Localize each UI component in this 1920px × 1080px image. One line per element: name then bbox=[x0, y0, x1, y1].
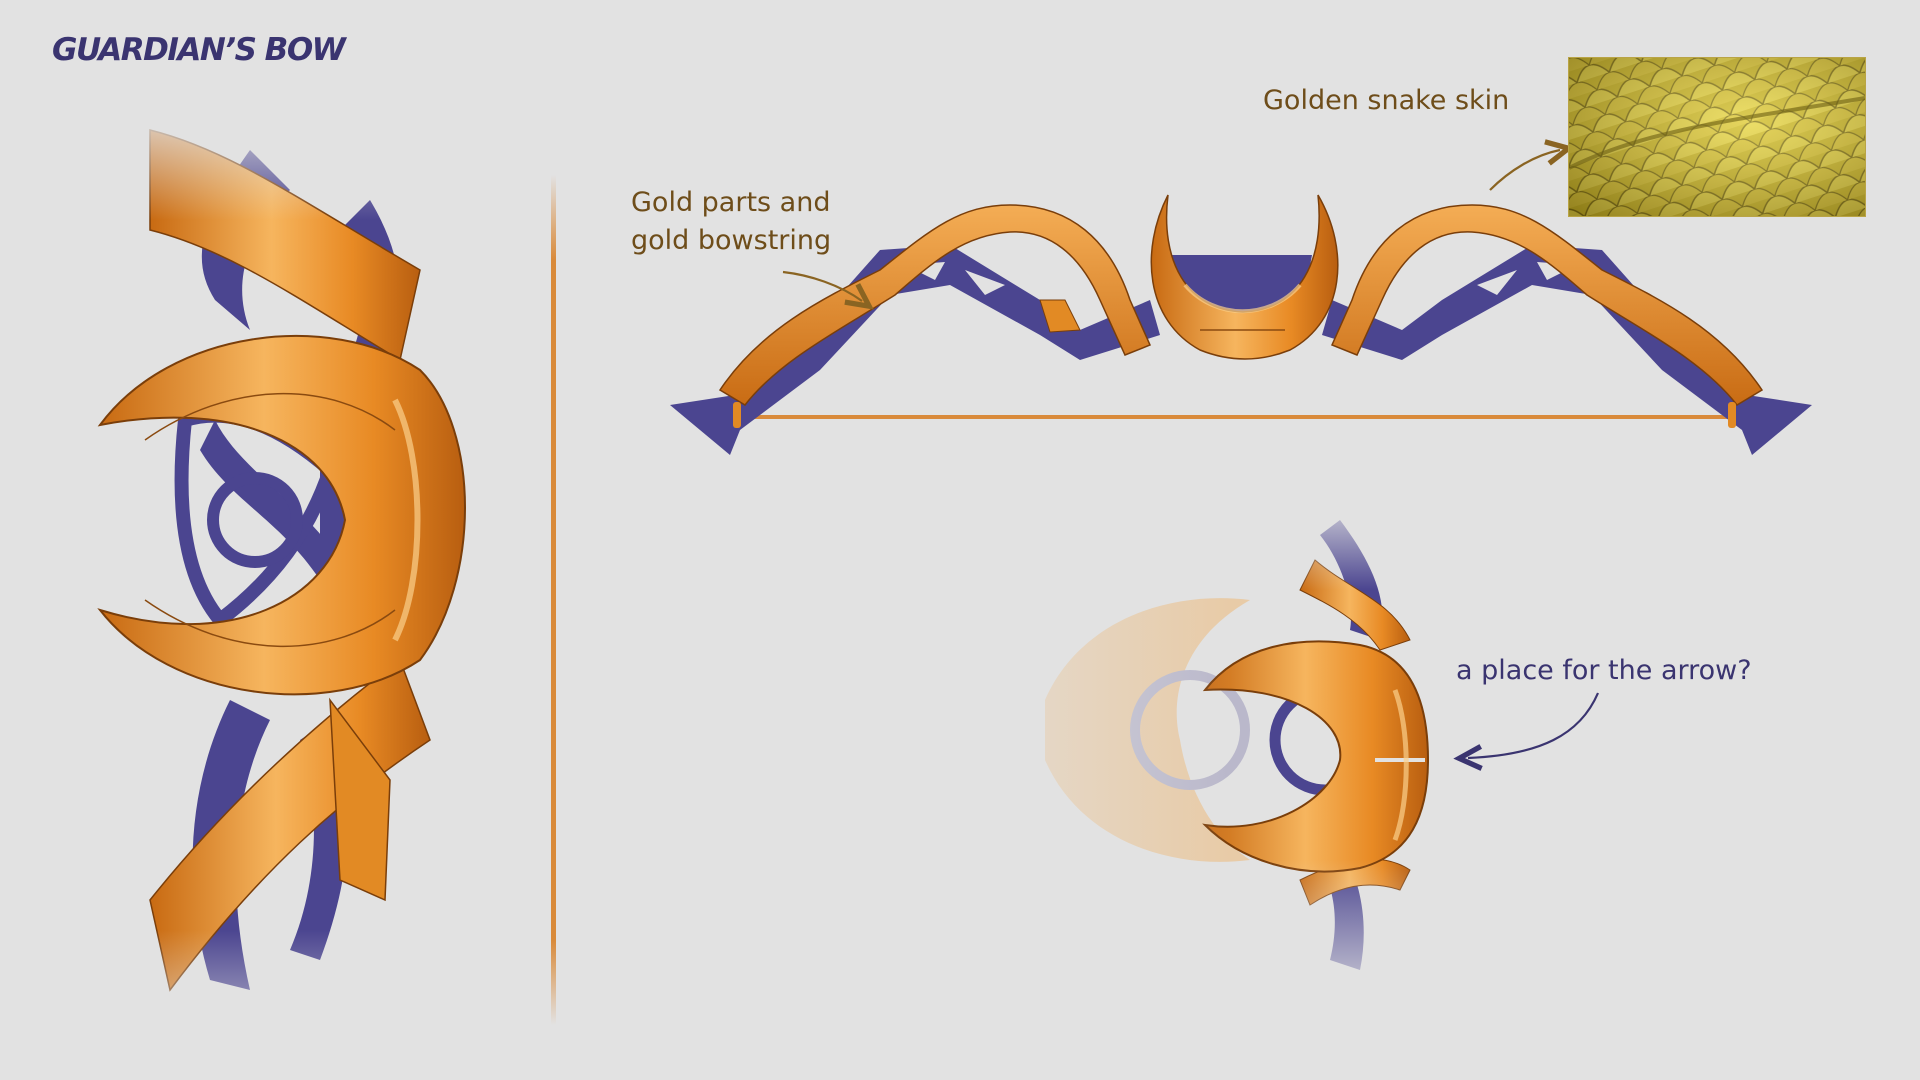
snake-skin-arrow bbox=[1489, 139, 1575, 191]
arrow-rest-arrow bbox=[1453, 692, 1600, 771]
front-view-full-bow bbox=[670, 194, 1812, 455]
gold-parts-line-1: Gold parts and bbox=[631, 187, 831, 218]
snake-skin-annotation: Golden snake skin bbox=[1263, 85, 1510, 116]
gold-parts-annotation: Gold parts and gold bowstring bbox=[631, 184, 831, 260]
side-view-closeup bbox=[60, 100, 520, 1080]
snake-skin-swatch bbox=[1568, 57, 1866, 217]
gold-parts-line-2: gold bowstring bbox=[631, 225, 832, 256]
gold-parts-arrow bbox=[782, 270, 874, 310]
arrow-rest-closeup bbox=[1030, 490, 1490, 1020]
page-title: GUARDIAN’S BOW bbox=[52, 32, 346, 68]
vertical-bowstring-divider bbox=[551, 175, 556, 1025]
arrow-rest-annotation: a place for the arrow? bbox=[1456, 655, 1752, 686]
